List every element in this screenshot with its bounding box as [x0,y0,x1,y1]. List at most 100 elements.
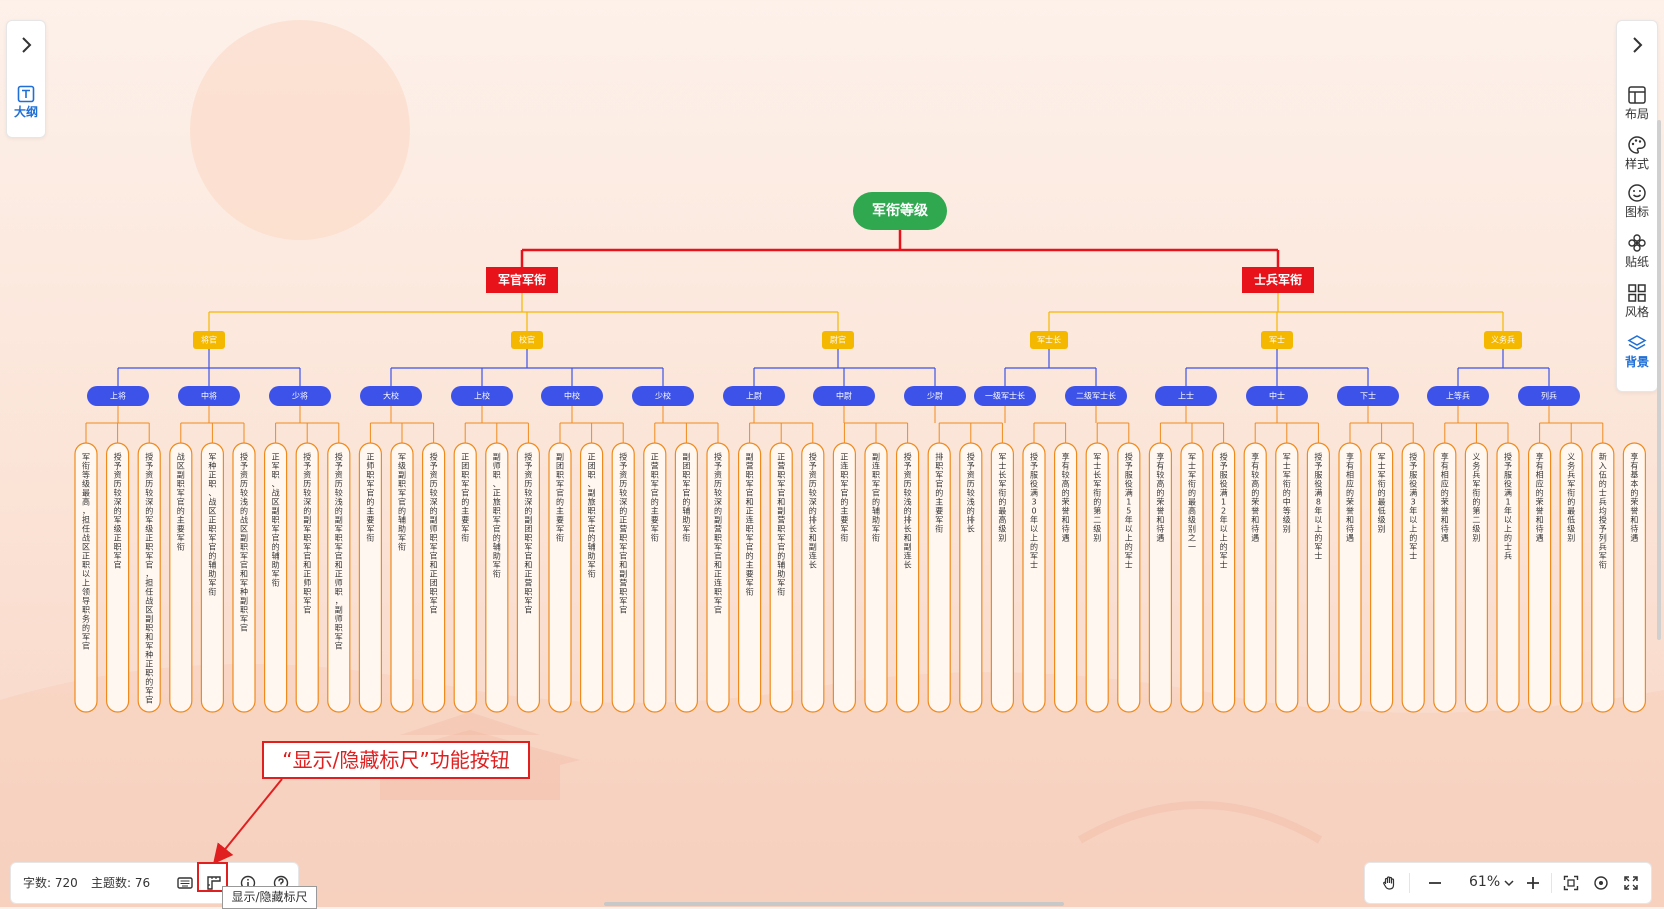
level3-node[interactable] [723,386,785,406]
vertical-scrollbar[interactable] [1657,120,1661,640]
leaf-node[interactable] [611,442,635,713]
leaf-node[interactable] [1527,442,1552,713]
leaf-node[interactable] [1306,442,1331,713]
level3-node[interactable] [87,386,149,406]
leaf-node[interactable] [358,442,382,713]
toggle-ruler-button[interactable] [204,873,224,893]
level2-node[interactable] [1484,331,1522,349]
level3-node[interactable] [1155,386,1217,406]
word-count: 字数: 720 [23,876,78,890]
zoom-out-button[interactable] [1425,873,1445,893]
leaf-node[interactable] [1433,442,1457,713]
level3-node[interactable] [1427,386,1489,406]
leaf-node[interactable] [990,442,1015,713]
leaf-node[interactable] [327,442,351,713]
level3-node[interactable] [1246,386,1308,406]
leaf-node[interactable] [548,442,572,713]
leaf-node[interactable] [516,442,541,713]
level3-node[interactable] [269,386,331,406]
leaf-node[interactable] [1369,442,1394,713]
level3-node[interactable] [1337,386,1399,406]
level3-node[interactable] [360,386,422,406]
theme-button[interactable]: 风格 [1617,283,1657,319]
zoom-dropdown[interactable] [1499,873,1519,893]
leaf-node[interactable] [453,442,477,713]
leaf-node[interactable] [864,442,888,713]
leaf-node[interactable] [737,442,762,713]
leaf-node[interactable] [832,442,857,713]
leaf-node[interactable] [1496,442,1520,713]
level3-node[interactable] [541,386,603,406]
level3-node[interactable] [1518,386,1580,406]
leaf-node[interactable] [1591,442,1615,713]
leaf-node[interactable] [137,442,161,713]
leaf-node[interactable] [485,442,509,713]
level3-node[interactable] [974,386,1036,406]
icon-button[interactable]: 图标 [1617,183,1657,219]
fit-screen-button[interactable] [1561,873,1581,893]
leaf-node[interactable] [1117,442,1141,713]
horizontal-scrollbar[interactable] [604,902,1064,906]
expand-left-button[interactable] [7,29,45,61]
leaf-node[interactable] [959,442,983,713]
level2-node[interactable] [1030,331,1068,349]
leaf-node[interactable] [1338,442,1362,713]
leaf-node[interactable] [295,442,319,713]
leaf-node[interactable] [674,442,699,713]
leaf-node[interactable] [1243,442,1267,713]
leaf-node[interactable] [390,442,414,713]
leaf-node[interactable] [264,442,288,713]
leaf-node[interactable] [1022,442,1046,713]
leaf-node[interactable] [1053,442,1078,713]
background-button[interactable]: 背景 [1617,333,1657,369]
leaf-node[interactable] [169,442,193,713]
leaf-node[interactable] [1180,442,1204,713]
leaf-node[interactable] [200,442,224,713]
fullscreen-button[interactable] [1621,873,1641,893]
leaf-node[interactable] [579,442,604,713]
leaf-node[interactable] [1275,442,1299,713]
outline-button[interactable]: 大纲 [7,85,45,119]
level3-node[interactable] [904,386,966,406]
root-node[interactable] [853,192,947,230]
leaf-node[interactable] [706,442,730,713]
leaf-node[interactable] [1559,442,1583,713]
leaf-node[interactable] [769,442,793,713]
minimap-button[interactable] [175,873,195,893]
level3-node[interactable] [451,386,513,406]
level1-node[interactable] [1242,267,1314,293]
level3-node[interactable] [178,386,240,406]
leaf-node[interactable] [1211,442,1236,713]
style-button[interactable]: 样式 [1617,135,1657,171]
leaf-node[interactable] [643,442,667,713]
leaf-node[interactable] [1148,442,1173,713]
leaf-node[interactable] [895,442,920,713]
sticker-button[interactable]: 贴纸 [1617,233,1657,269]
expand-right-button[interactable] [1617,29,1657,61]
leaf-node[interactable] [422,442,446,713]
layout-button[interactable]: 布局 [1617,85,1657,121]
zoom-in-button[interactable] [1523,873,1543,893]
level2-node[interactable] [1261,331,1293,349]
level3-node[interactable] [632,386,694,406]
level2-node[interactable] [193,331,225,349]
leaf-node[interactable] [801,442,825,713]
leaf-node[interactable] [1464,442,1489,713]
level2-node-label: 义务兵 [1491,335,1515,345]
leaf-node[interactable] [105,442,130,713]
hand-tool-button[interactable] [1379,873,1399,893]
level1-node[interactable] [486,267,558,293]
leaf-node[interactable] [1085,442,1109,713]
leaf-node[interactable] [1401,442,1425,713]
locate-center-button[interactable] [1591,873,1611,893]
level2-node[interactable] [822,331,854,349]
leaf-node[interactable] [1622,442,1647,713]
zoom-level[interactable]: 61% [1469,874,1501,890]
level2-node[interactable] [511,331,543,349]
leaf-node[interactable] [74,442,98,713]
level3-node[interactable] [813,386,875,406]
leaf-node[interactable] [927,442,951,713]
leaf-node[interactable] [232,442,256,713]
level3-node[interactable] [1065,386,1127,406]
